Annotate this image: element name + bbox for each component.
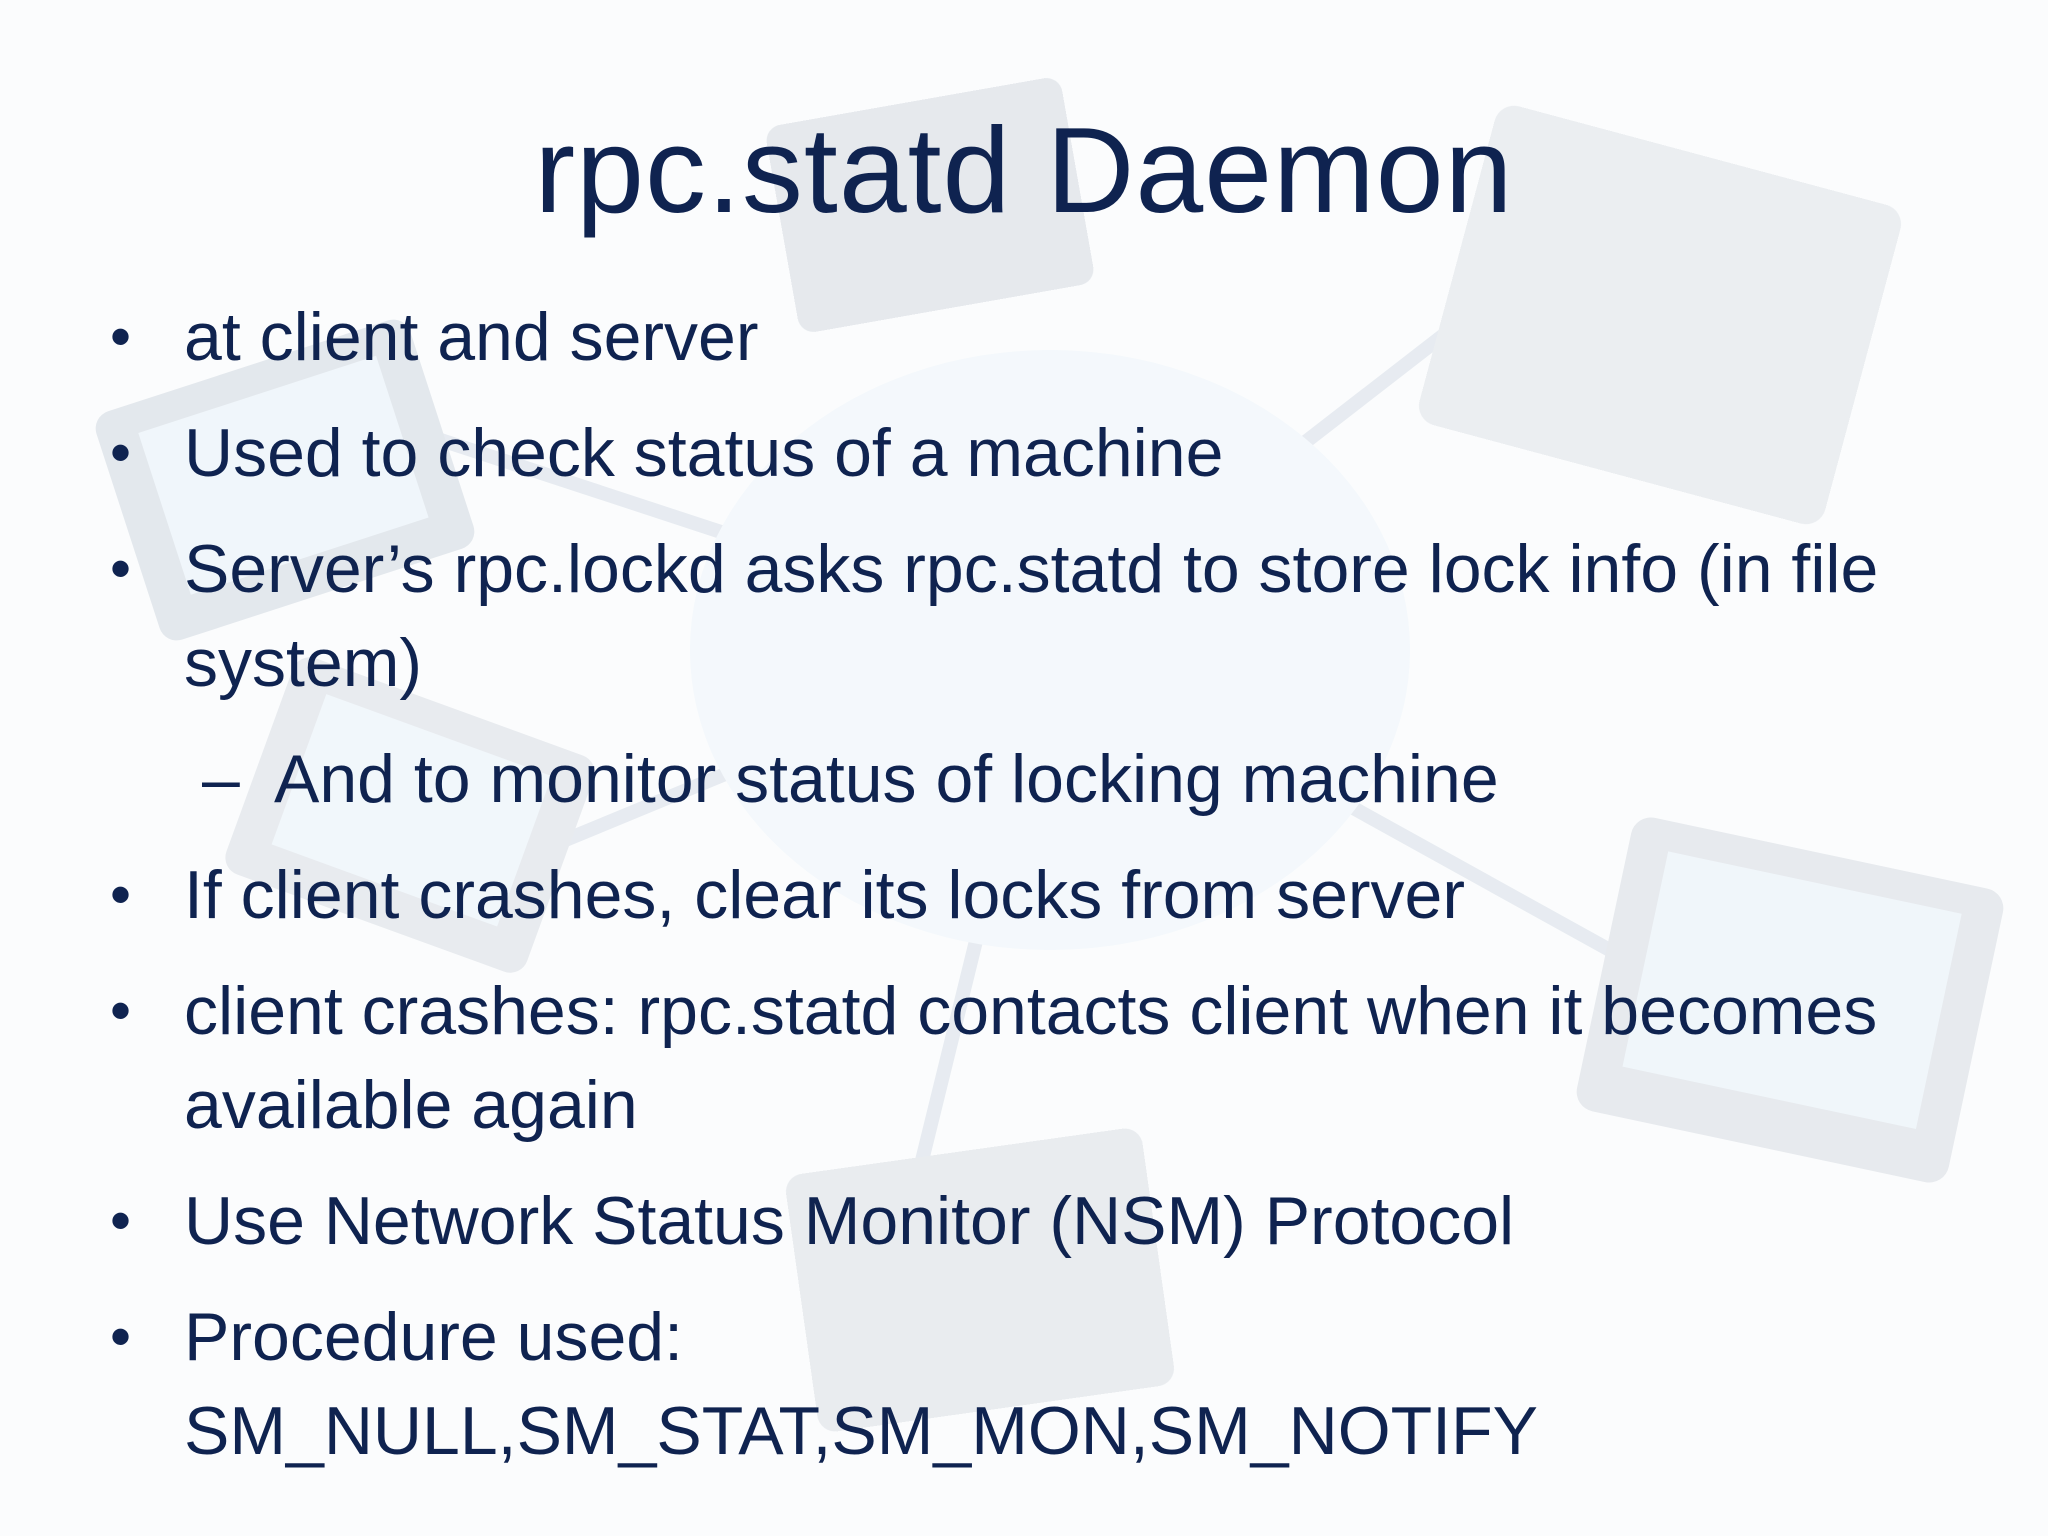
- bullet-item: • client crashes: rpc.statd contacts cli…: [110, 964, 1970, 1152]
- bullet-item: • Use Network Status Monitor (NSM) Proto…: [110, 1174, 1970, 1268]
- bullet-glyph: •: [110, 861, 132, 928]
- bullet-text: Used to check status of a machine: [184, 415, 1224, 491]
- sub-bullet-item: – And to monitor status of locking machi…: [110, 732, 1970, 826]
- bullet-glyph: •: [110, 303, 132, 370]
- bullet-list: • at client and server • Used to check s…: [110, 290, 1970, 1500]
- sub-bullet-text: And to monitor status of locking machine: [274, 741, 1499, 817]
- bullet-text: client crashes: rpc.statd contacts clien…: [184, 973, 1878, 1143]
- bullet-item: • Used to check status of a machine: [110, 406, 1970, 500]
- bullet-item: • at client and server: [110, 290, 1970, 384]
- bullet-glyph: •: [110, 1187, 132, 1254]
- bullet-item: • Procedure used: SM_NULL,SM_STAT,SM_MON…: [110, 1290, 1970, 1478]
- bullet-text: Server’s rpc.lockd asks rpc.statd to sto…: [184, 531, 1879, 701]
- slide-title: rpc.statd Daemon: [534, 102, 1514, 238]
- bullet-text: If client crashes, clear its locks from …: [184, 857, 1466, 933]
- bullet-glyph: •: [110, 1303, 132, 1370]
- bullet-glyph: •: [110, 419, 132, 486]
- bullet-text: at client and server: [184, 299, 759, 375]
- bullet-text: Use Network Status Monitor (NSM) Protoco…: [184, 1183, 1515, 1259]
- bullet-item: • If client crashes, clear its locks fro…: [110, 848, 1970, 942]
- bullet-glyph: •: [110, 977, 132, 1044]
- bullet-text: Procedure used: SM_NULL,SM_STAT,SM_MON,S…: [184, 1299, 1538, 1469]
- bullet-glyph: •: [110, 535, 132, 602]
- sub-bullet-glyph: –: [202, 741, 240, 817]
- bullet-item: • Server’s rpc.lockd asks rpc.statd to s…: [110, 522, 1970, 710]
